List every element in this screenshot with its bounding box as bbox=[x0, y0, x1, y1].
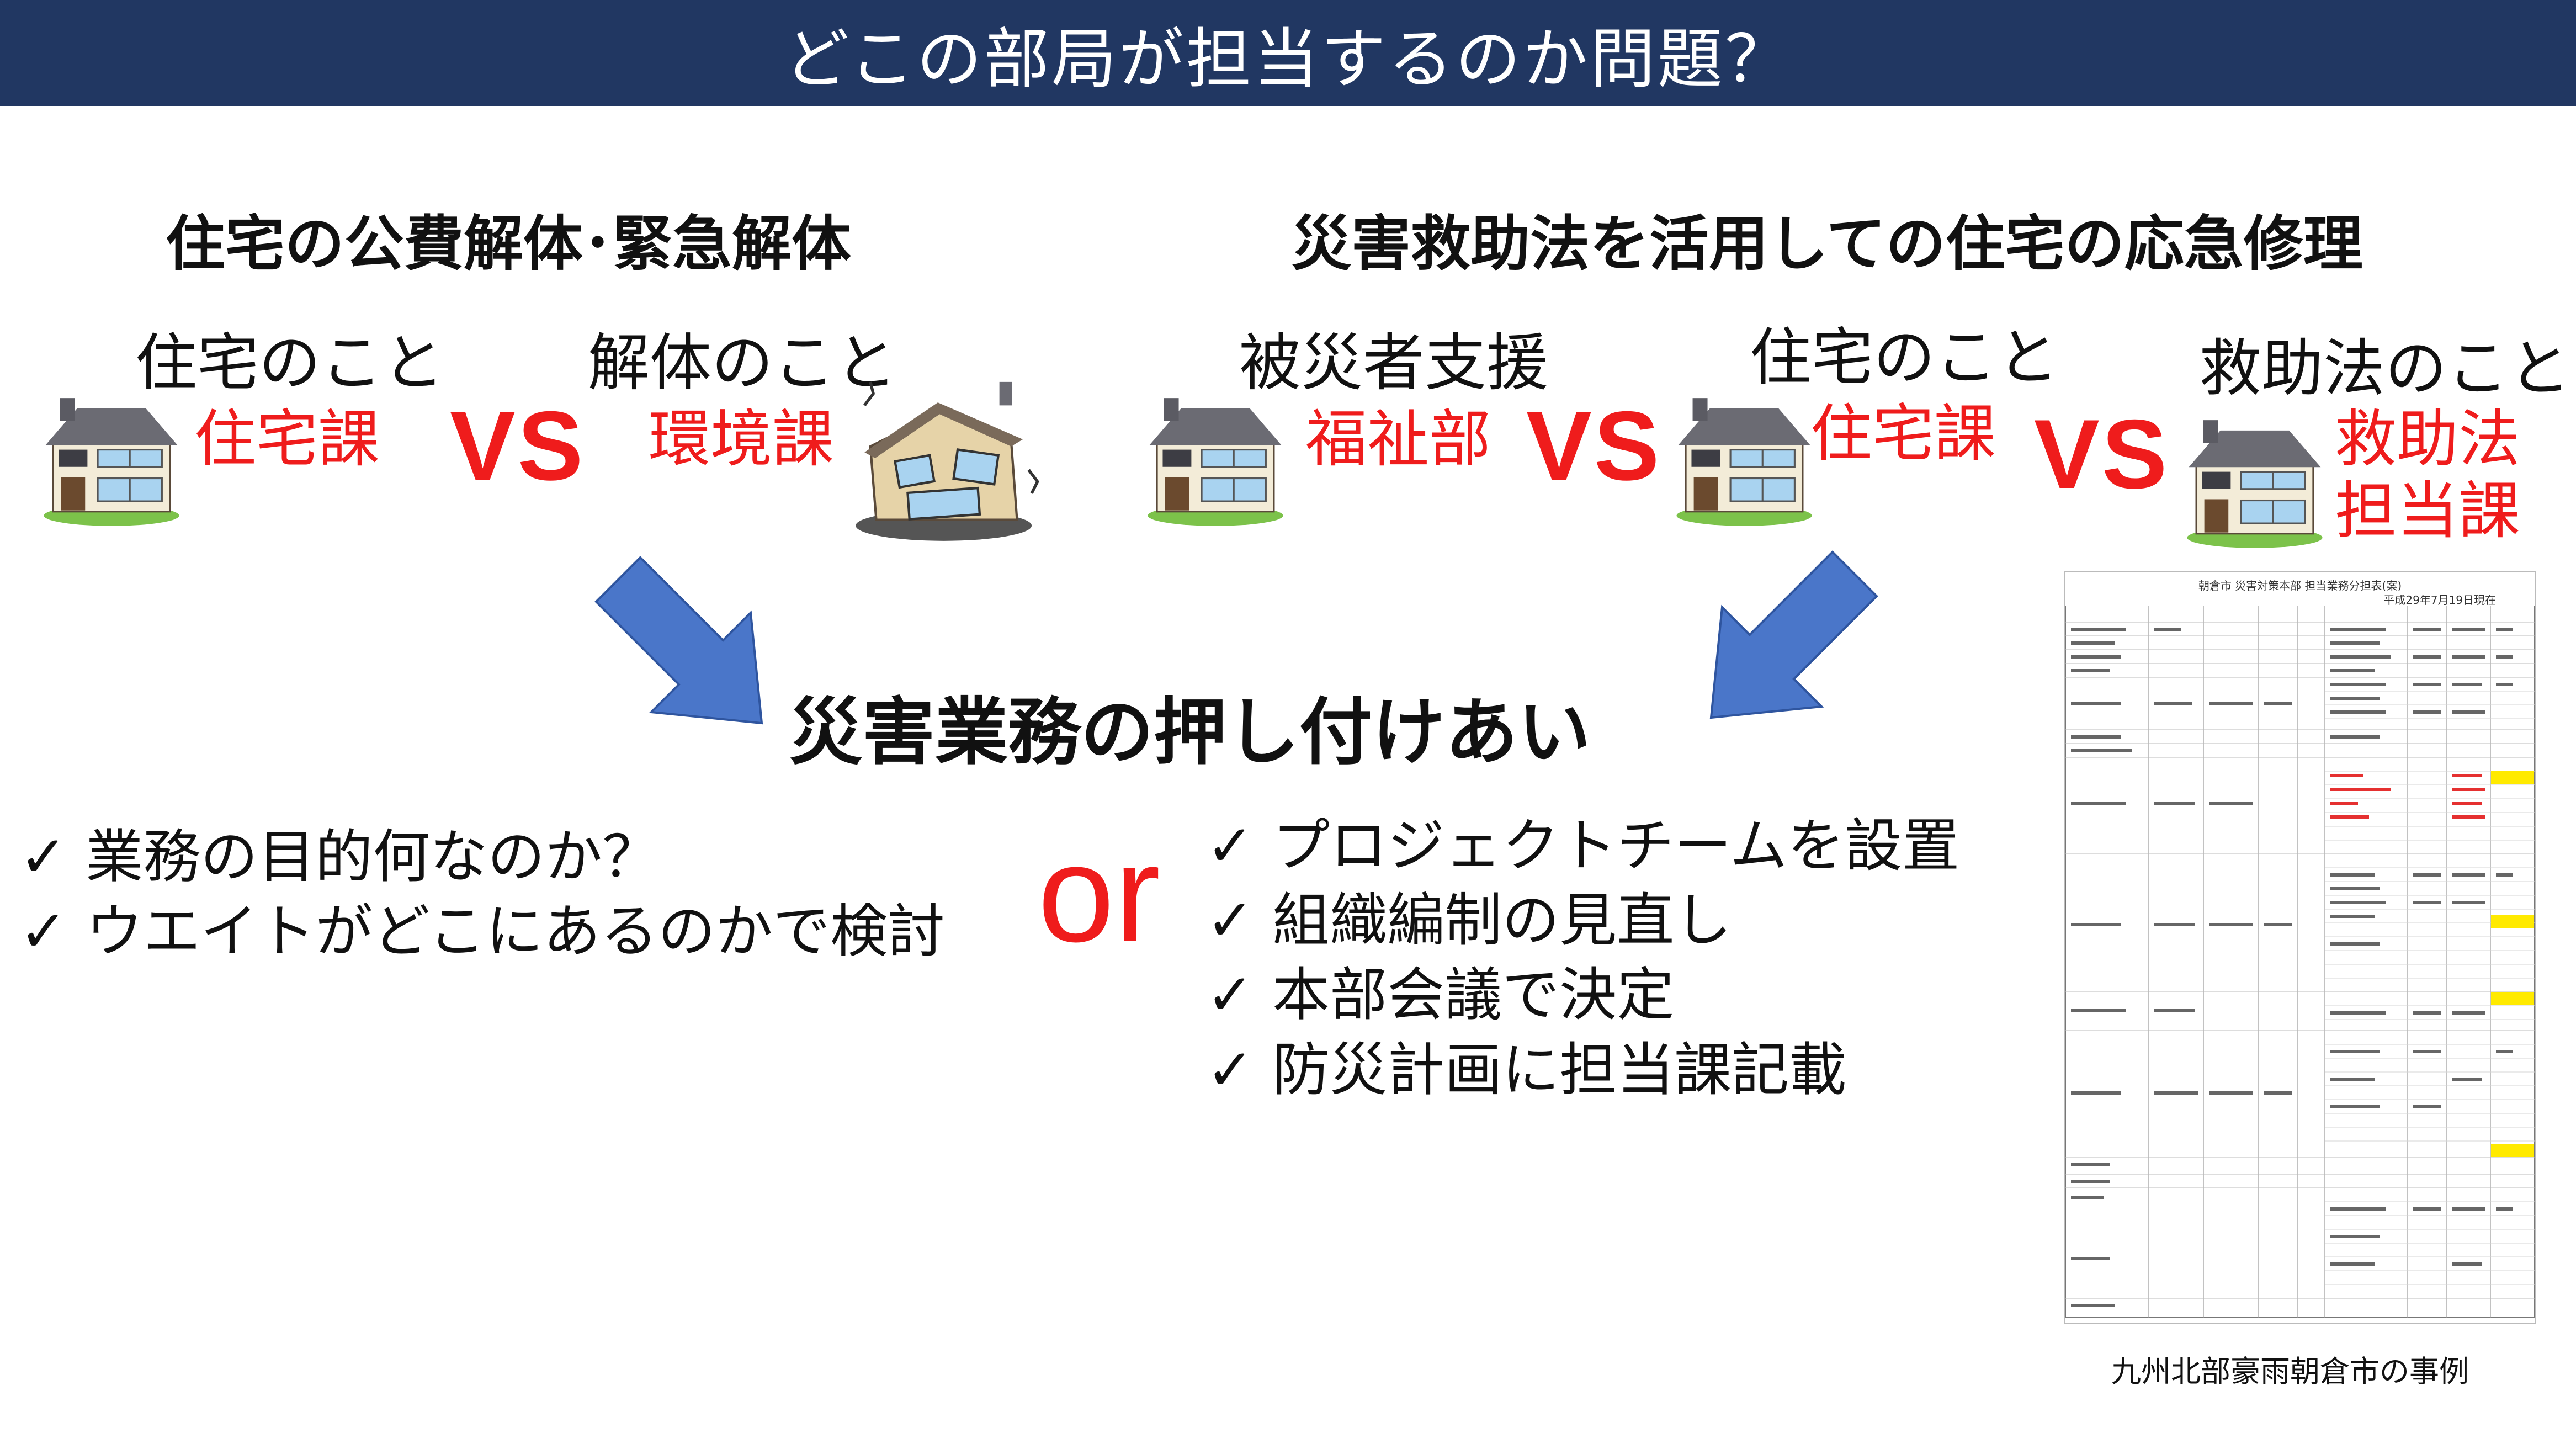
center-message: 災害業務の押し付けあい bbox=[789, 690, 1591, 775]
arrow-down-left-icon bbox=[1709, 550, 1878, 719]
house-icon bbox=[1146, 397, 1284, 527]
vs-label: VS bbox=[1526, 391, 1662, 501]
housing-matter-label: 住宅のこと bbox=[135, 327, 444, 399]
welfare-dept-label: 福祉部 bbox=[1305, 404, 1491, 475]
checklist-item: ✓ 本部会議で決定 bbox=[1206, 961, 1675, 1029]
relief-act-dept-label-1: 救助法 bbox=[2335, 404, 2520, 475]
or-label: or bbox=[1038, 816, 1161, 970]
page-title: どこの部局が担当するのか問題？ bbox=[784, 20, 1792, 97]
checklist-item: ✓ プロジェクトチームを設置 bbox=[1206, 812, 1960, 879]
task-assignment-document-image: 朝倉市 災害対策本部 担当業務分担表(案) 平成29年7月19日現在 bbox=[2064, 571, 2536, 1324]
environment-dept-label: 環境課 bbox=[649, 404, 834, 475]
document-title: 朝倉市 災害対策本部 担当業務分担表(案) bbox=[2198, 579, 2402, 592]
right-checklist: ✓ プロジェクトチームを設置 ✓ 組織編制の見直し ✓ 本部会議で決定 ✓ 防災… bbox=[1206, 809, 1959, 1107]
house-icon bbox=[1675, 397, 1813, 527]
housing-dept-label: 住宅課 bbox=[194, 404, 380, 475]
document-caption: 九州北部豪雨朝倉市の事例 bbox=[2111, 1354, 2469, 1389]
left-section-title: 住宅の公費解体･緊急解体 bbox=[166, 210, 852, 279]
checklist-item: ✓ ウエイトがどこにあるのかで検討 bbox=[19, 898, 946, 965]
damaged-house-icon bbox=[853, 370, 1040, 546]
relief-act-dept-label-2: 担当課 bbox=[2335, 475, 2520, 547]
vs-label: VS bbox=[2034, 399, 2170, 509]
relief-act-matter-label: 救助法のこと bbox=[2200, 333, 2570, 405]
house-icon bbox=[43, 397, 180, 527]
demolition-matter-label: 解体のこと bbox=[588, 327, 897, 399]
header-bar: どこの部局が担当するのか問題？ bbox=[0, 0, 2576, 106]
victim-support-label: 被災者支援 bbox=[1239, 327, 1548, 399]
housing-dept-label-2: 住宅課 bbox=[1810, 398, 1996, 470]
house-icon bbox=[2186, 419, 2324, 549]
left-checklist: ✓ 業務の目的何なのか？ ✓ ウエイトがどこにあるのかで検討 bbox=[19, 820, 945, 969]
vs-label: VS bbox=[450, 391, 586, 501]
document-date: 平成29年7月19日現在 bbox=[2383, 593, 2496, 607]
housing-matter-label-2: 住宅のこと bbox=[1750, 322, 2059, 394]
arrow-down-right-icon bbox=[594, 556, 763, 725]
checklist-item: ✓ 防災計画に担当課記載 bbox=[1206, 1036, 1847, 1103]
right-section-title: 災害救助法を活用しての住宅の応急修理 bbox=[1292, 210, 2363, 279]
checklist-item: ✓ 組織編制の見直し bbox=[1206, 887, 1732, 954]
checklist-item: ✓ 業務の目的何なのか？ bbox=[19, 823, 660, 890]
document-table-graphic bbox=[2065, 606, 2535, 1318]
